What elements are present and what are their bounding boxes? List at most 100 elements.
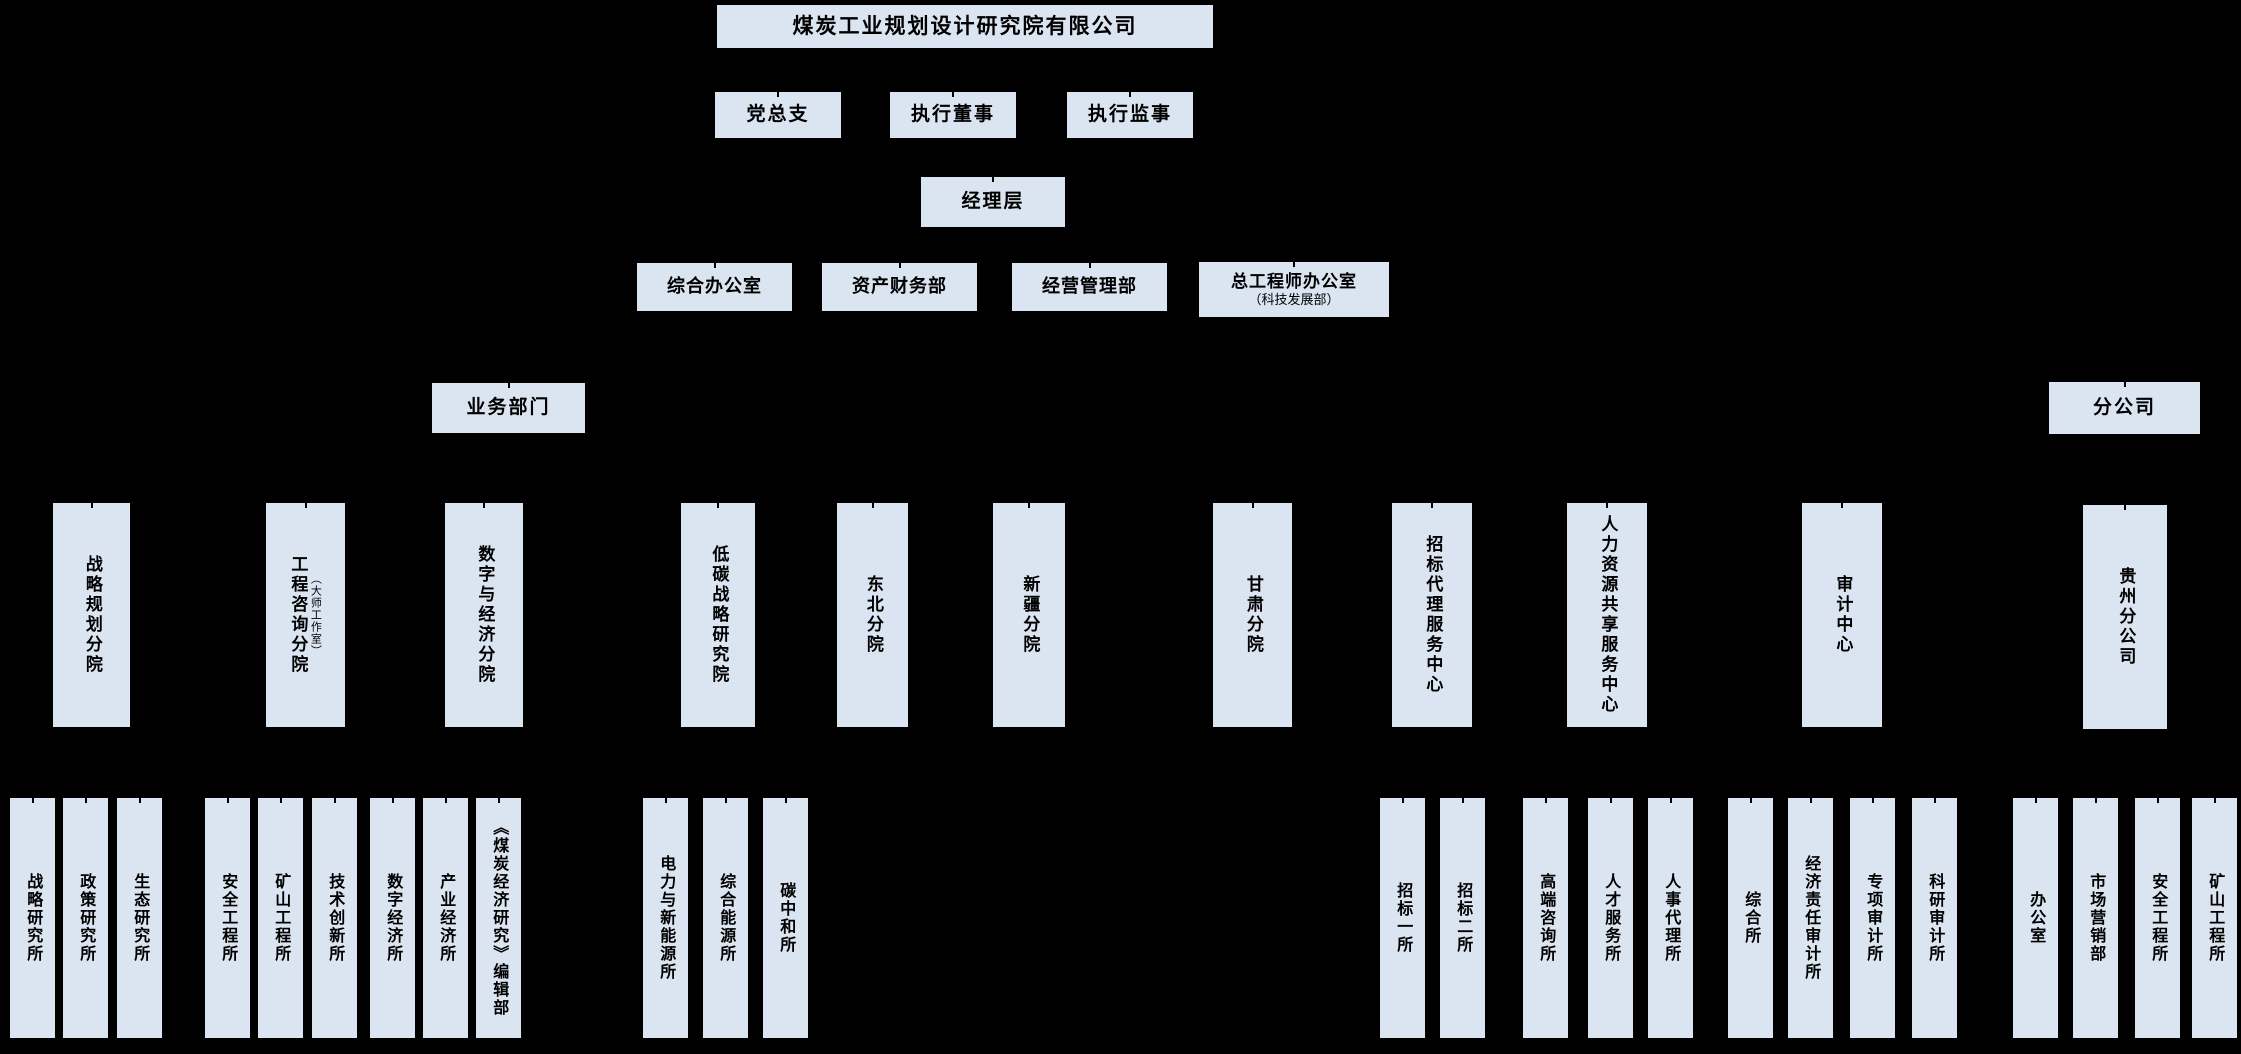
node-text: 低碳战略研究院 [709,545,728,685]
node-safety-engineering-institute: 安全工程所 [205,798,250,1038]
node-text: 分公司 [2093,397,2156,420]
node-label: 招标二所 [1454,882,1472,954]
node-asset-finance-dept: 资产财务部 [822,263,977,311]
node-digital-economy-institute: 数字经济所 [370,798,415,1038]
node-label: 电力与新能源所 [657,855,675,981]
node-text: 数字经济所 [384,873,402,963]
node-label: 综合所 [1742,891,1760,945]
connector-tick [31,798,34,803]
node-low-carbon-strategy-institute: 低碳战略研究院 [681,503,755,727]
node-label: 数字与经济分院 [475,545,495,685]
connector-tick [483,503,485,508]
node-sublabel: （科技发展部） [1248,291,1340,307]
node-text: 电力与新能源所 [657,855,675,981]
connector-tick [2156,798,2159,803]
connector-tick [279,798,282,803]
node-text: 战略研究所 [24,873,41,963]
node-label: 煤炭工业规划设计研究院有限公司 [792,13,1138,38]
node-sublabel: （大师工作室） [309,573,322,657]
connector-tick [664,798,667,803]
node-industrial-economy-institute: 产业经济所 [423,798,468,1038]
node-label: 东北分院 [863,575,883,655]
node-executive-director: 执行董事 [890,92,1016,138]
node-label: 人力资源共享服务中心 [1598,515,1618,715]
node-label: 低碳战略研究院 [709,545,729,685]
node-power-new-energy-institute: 电力与新能源所 [643,798,688,1038]
connector-tick [226,798,229,803]
node-text: 甘肃分院 [1243,575,1263,655]
node-text: 产业经济所 [437,873,455,963]
node-label: 工程咨询分院 [288,555,308,675]
node-text: 技术创新所 [326,873,343,963]
node-label: 招标代理服务中心 [1423,535,1443,695]
node-text: 执行董事 [911,104,995,127]
node-text: 党总支 [746,104,809,127]
node-text: 贵州分公司 [2116,567,2135,667]
node-text: 综合办公室 [667,276,762,298]
node-text: 综合能源所 [717,873,734,963]
node-label: 数字经济所 [384,873,402,963]
node-label: 执行董事 [910,103,995,125]
connector-tick [391,798,394,803]
node-label: 招标一所 [1394,882,1412,954]
node-label: 经营管理部 [1042,276,1137,297]
connector-tick [138,798,141,803]
node-label: 业务部门 [466,396,551,418]
node-text: 总工程师办公室（科技发展部） [1231,272,1357,308]
node-label: 分公司 [2092,396,2156,418]
node-label: 执行监事 [1087,103,1172,125]
node-northeast-branch: 东北分院 [837,503,908,727]
node-label: 人才服务所 [1602,873,1620,963]
node-text: 执行监事 [1088,104,1172,127]
connector-tick [84,798,87,803]
node-text: 科研审计所 [1926,873,1943,963]
node-bidding-no1-institute: 招标一所 [1380,798,1425,1038]
connector-tick [898,263,901,268]
node-text: 新疆分院 [1020,575,1039,655]
node-text: 市场营销部 [2087,873,2105,963]
node-text: 资产财务部 [852,276,947,298]
connector-tick [1871,798,1874,803]
node-label: 生态研究所 [131,873,149,963]
node-text: 安全工程所 [219,873,236,963]
connector-tick [1028,503,1030,508]
node-party-general-branch: 党总支 [715,92,841,138]
connector-tick [1841,503,1843,508]
node-label: 资产财务部 [852,276,947,297]
connector-tick [713,263,716,268]
connector-tick [952,92,954,97]
node-text: 招标代理服务中心 [1423,535,1442,695]
connector-tick [90,503,93,508]
node-audit-center: 审计中心 [1802,503,1882,727]
connector-tick [784,798,787,803]
node-label: 人事代理所 [1662,873,1680,963]
node-general-office: 综合办公室 [637,263,792,311]
node-text: 经济责任审计所 [1802,855,1819,981]
connector-tick [724,798,727,803]
node-label: 《煤炭经济研究》编辑部 [490,819,508,1017]
node-label: 矿山工程所 [2206,873,2224,963]
connector-tick [497,798,500,803]
node-comprehensive-institute: 综合所 [1728,798,1773,1038]
node-text: 人事代理所 [1662,873,1680,963]
node-text: 人力资源共享服务中心 [1598,515,1617,715]
connector-tick [304,503,307,508]
node-label: 市场营销部 [2087,873,2105,963]
node-text: 数字与经济分院 [475,545,494,685]
node-economic-responsibility-audit-institute: 经济责任审计所 [1788,798,1833,1038]
node-label: 产业经济所 [437,873,455,963]
connector-tick [1669,798,1672,803]
connector-tick [1461,798,1464,803]
node-special-audit-institute: 专项审计所 [1850,798,1895,1038]
node-research-audit-institute: 科研审计所 [1912,798,1957,1038]
node-text: 业务部门 [466,397,550,420]
connector-tick [777,92,779,97]
connector-tick [1933,798,1936,803]
connector-tick [2094,798,2097,803]
node-strategy-research-institute: 战略研究所 [10,798,55,1038]
node-label: 战略规划分院 [82,555,102,675]
connector-tick [1544,798,1547,803]
node-text: 综合所 [1742,891,1760,945]
node-branch-companies-label: 分公司 [2049,382,2200,434]
node-text: 人才服务所 [1602,873,1620,963]
